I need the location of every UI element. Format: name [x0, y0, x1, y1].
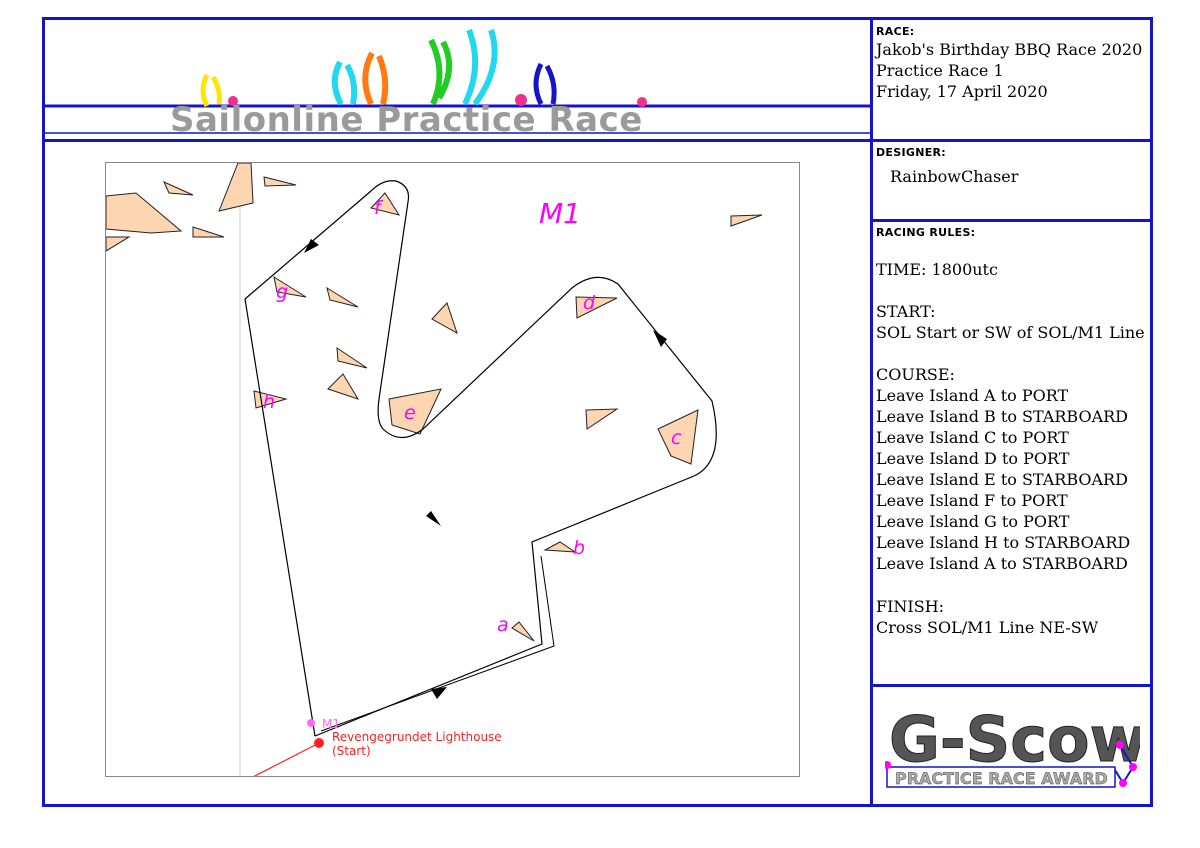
course-step: Leave Island F to PORT — [876, 491, 1068, 510]
mini-buoy-icon — [1129, 763, 1137, 771]
designer-divider — [870, 219, 1153, 222]
course-step: Leave Island D to PORT — [876, 449, 1070, 468]
island-shape — [336, 347, 368, 369]
course-step: Leave Island H to STARBOARD — [876, 533, 1131, 552]
banner-title: Sailonline Practice Race — [170, 100, 643, 140]
island-d-label: d — [583, 292, 596, 314]
rules-time: TIME: 1800utc — [876, 260, 998, 279]
island-b-label: b — [573, 537, 585, 559]
orange-sail-icon — [362, 51, 389, 106]
race-name: Jakob's Birthday BBQ Race 2020 — [876, 40, 1143, 59]
course-step: Leave Island G to PORT — [876, 512, 1070, 531]
course-mini-icon — [1114, 744, 1135, 785]
rules-finish-heading: FINISH: — [876, 597, 945, 616]
rules-label: RACING RULES: — [876, 226, 976, 239]
banner-logo — [45, 28, 870, 134]
island-shape — [263, 176, 297, 187]
island-c-label: c — [671, 427, 682, 449]
island-b-shape — [543, 541, 577, 553]
island-shape — [585, 408, 619, 430]
island-shape — [106, 236, 131, 252]
island-shape — [218, 163, 254, 212]
race-label: RACE: — [876, 25, 915, 38]
green-sail-icon — [428, 38, 452, 106]
island-shape — [106, 192, 183, 234]
award-title: G-Scow — [889, 703, 1140, 776]
island-g-label: g — [276, 281, 288, 303]
race-subtitle: Practice Race 1 — [876, 61, 1004, 80]
designer-name: RainbowChaser — [890, 167, 1019, 186]
designer-label: DESIGNER: — [876, 146, 946, 159]
course-map-svg: a b c d e f g h M1 M1 Revengegrundet Lig… — [106, 163, 763, 776]
start-line — [253, 742, 320, 776]
course-step: Leave Island A to STARBOARD — [876, 554, 1128, 573]
lighthouse-label: Revengegrundet Lighthouse — [332, 730, 502, 744]
island-f-shape — [370, 192, 401, 216]
buoy-3-icon — [637, 97, 647, 107]
island-shape — [326, 286, 359, 308]
cyan-sail-icon — [331, 60, 358, 106]
m1-mark-icon — [307, 719, 315, 727]
island-h-label: h — [263, 391, 275, 413]
island-e-shape — [388, 388, 442, 435]
direction-arrow-icon — [653, 330, 667, 347]
island-f-label: f — [374, 197, 384, 219]
cyan-big-sail-icon — [462, 28, 498, 106]
rules-start: SOL Start or SW of SOL/M1 Line — [876, 323, 1145, 342]
island-e-label: e — [404, 402, 416, 424]
rules-course-heading: COURSE: — [876, 365, 955, 384]
island-a-label: a — [497, 614, 509, 636]
banner-divider — [42, 139, 873, 142]
award-logo: G-Scow PRACTICE RACE AWARD — [883, 695, 1147, 795]
mini-buoy-icon — [883, 761, 891, 769]
m1-mark-label: M1 — [322, 717, 340, 731]
race-divider — [870, 139, 1153, 142]
island-shape — [730, 214, 763, 227]
island-shape — [431, 302, 458, 335]
yellow-sail-icon — [200, 73, 222, 108]
buoy-1-icon — [228, 96, 238, 106]
rules-finish: Cross SOL/M1 Line NE-SW — [876, 618, 1099, 637]
buoy-2-icon — [515, 94, 527, 106]
island-d-shape — [575, 296, 618, 319]
page-frame — [42, 17, 1153, 807]
course-line-inner — [320, 555, 555, 732]
island-g-shape — [273, 275, 307, 298]
island-shape — [192, 226, 225, 238]
course-step: Leave Island E to STARBOARD — [876, 470, 1128, 489]
race-date: Friday, 17 April 2020 — [876, 82, 1048, 101]
award-subtitle: PRACTICE RACE AWARD — [895, 769, 1108, 788]
island-shape — [327, 373, 360, 400]
island-c-shape — [657, 409, 699, 465]
island-shape — [162, 181, 194, 196]
course-step: Leave Island C to PORT — [876, 428, 1069, 447]
mark-m1-label: M1 — [539, 197, 581, 230]
column-divider — [870, 17, 873, 807]
start-label: (Start) — [332, 744, 371, 758]
award-banner — [886, 766, 1116, 788]
direction-arrow-icon — [426, 511, 441, 526]
direction-arrow-icon — [431, 687, 447, 699]
rules-start-heading: START: — [876, 302, 936, 321]
blue-sail-icon — [533, 62, 557, 106]
island-a-shape — [511, 621, 535, 642]
course-step: Leave Island B to STARBOARD — [876, 407, 1128, 426]
course-map: a b c d e f g h M1 M1 Revengegrundet Lig… — [105, 162, 800, 777]
direction-arrow-icon — [304, 239, 319, 253]
lighthouse-icon — [314, 738, 324, 748]
course-line — [244, 180, 717, 737]
course-step: Leave Island A to PORT — [876, 386, 1069, 405]
rules-divider — [870, 684, 1153, 687]
mini-buoy-icon — [1119, 779, 1127, 787]
mini-buoy-icon — [1116, 741, 1124, 749]
